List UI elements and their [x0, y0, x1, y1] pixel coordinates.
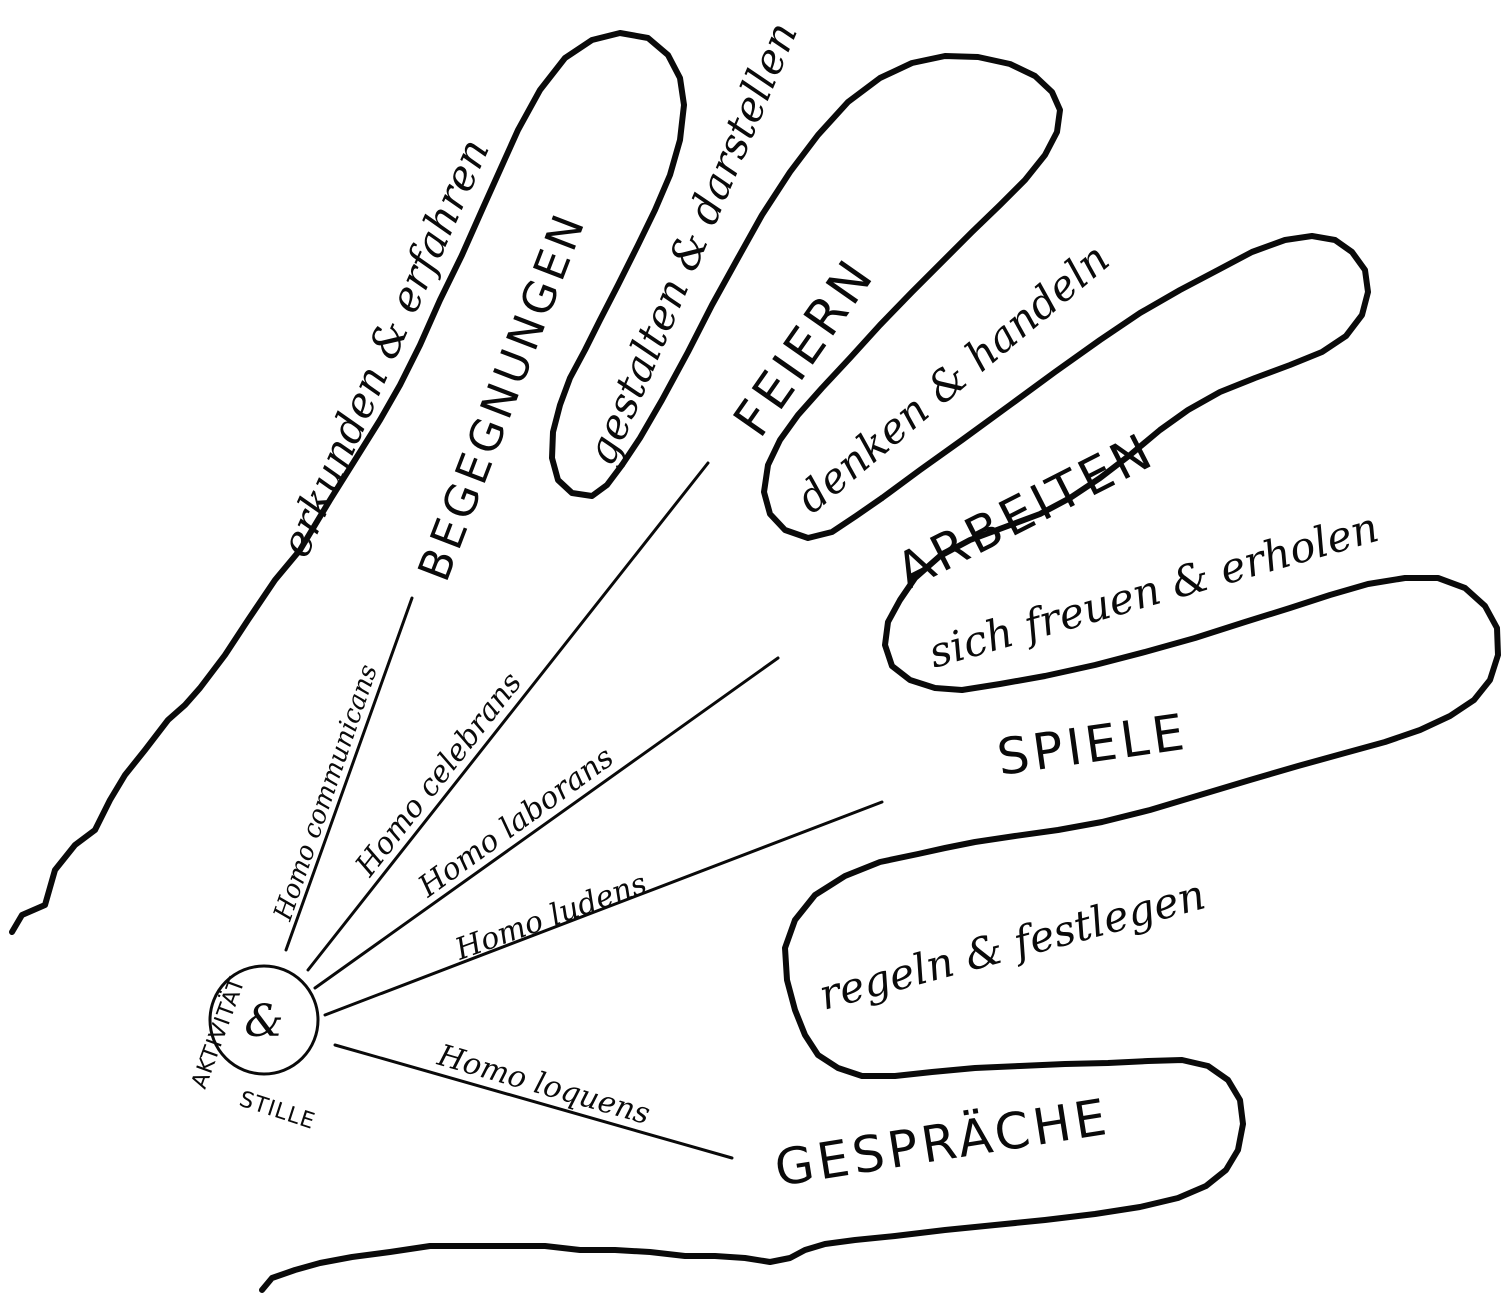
- label-regeln: regeln & festlegen: [814, 870, 1210, 1020]
- label-homo-communicans: Homo communicans: [268, 661, 384, 925]
- label-homo-ludens: Homo ludens: [450, 866, 652, 968]
- finger-four-edge: [262, 578, 1498, 1290]
- hub-ampersand: &: [244, 996, 283, 1047]
- label-gespraeche: GESPRÄCHE: [771, 1088, 1114, 1198]
- ray-loquens: [335, 1045, 732, 1158]
- domain-labels: BEGEGNUNGEN FEIERN ARBEITEN SPIELE GESPR…: [409, 205, 1192, 1198]
- homo-labels: Homo communicans Homo celebrans Homo lab…: [268, 661, 654, 1132]
- hub-label-bottom: STILLE: [236, 1087, 318, 1135]
- label-spiele: SPIELE: [994, 703, 1192, 787]
- center-hub: & AKTIVITÄT STILLE: [186, 966, 318, 1135]
- rays: [286, 463, 882, 1158]
- hand-outline: [12, 33, 1498, 1290]
- label-homo-loquens: Homo loquens: [433, 1038, 654, 1132]
